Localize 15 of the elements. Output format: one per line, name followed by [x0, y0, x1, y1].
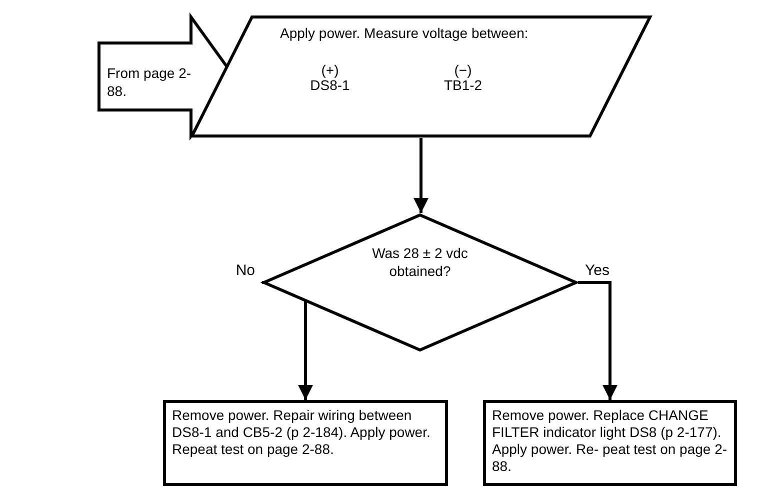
question-text: Was 28 ± 2 vdc obtained?: [371, 245, 469, 280]
arrow: [414, 138, 428, 213]
action-text: Remove power. Replace CHANGE FILTER indicator light DS8 (p 2-177). Apply power. Re- peat test on page 2-88.: [492, 407, 728, 475]
polarity-label: (−): [453, 63, 473, 77]
terminal-label: DS8-1: [309, 77, 351, 94]
instruction-text: Apply power. Measure voltage between:: [280, 25, 530, 42]
arrow: [578, 281, 618, 400]
edge-label: No: [234, 262, 256, 278]
arrow-text: From page 2-88.: [107, 65, 192, 100]
polarity-label: (+): [320, 63, 340, 77]
terminal-label: TB1-2: [442, 77, 484, 94]
process-box: [483, 400, 737, 486]
process-box: [163, 400, 448, 486]
action-text: Remove power. Repair wiring between DS8-1 and CB5-2 (p 2-184). Apply power. Repeat test on page 2-88.: [172, 407, 432, 458]
edge-label: Yes: [584, 262, 610, 278]
